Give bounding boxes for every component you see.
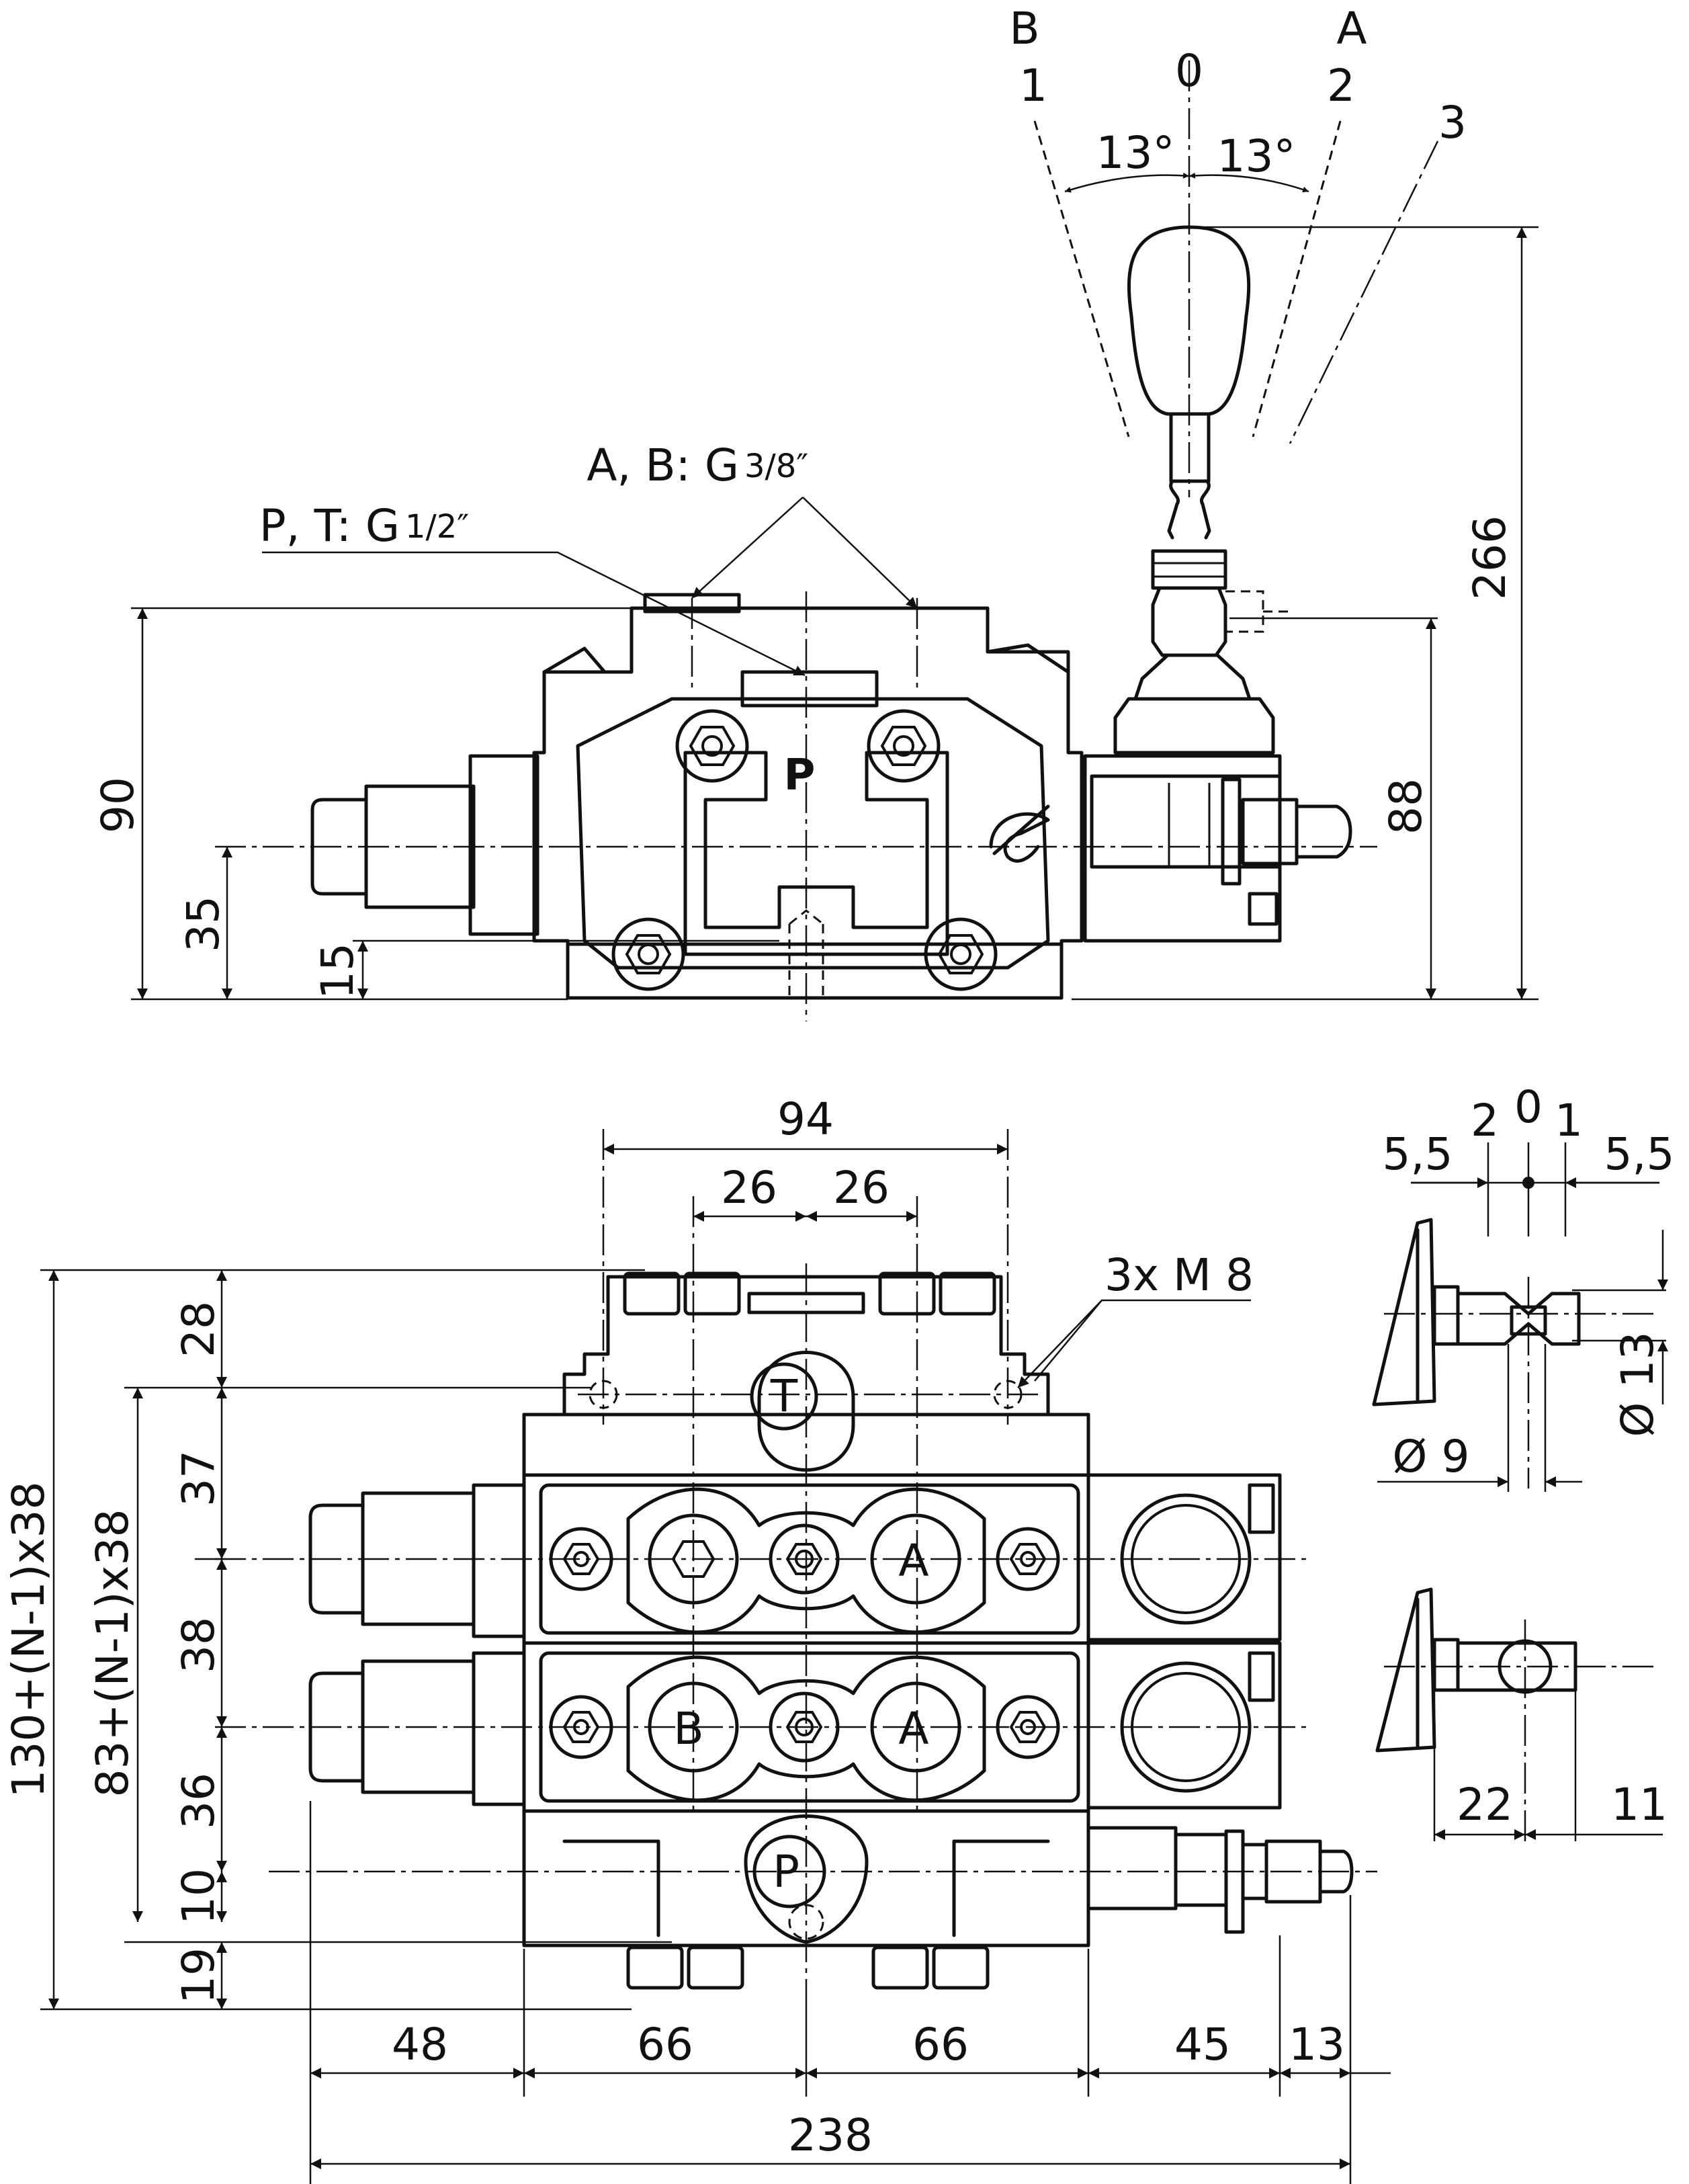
detail-neutral-point <box>1522 1177 1534 1189</box>
dim-vert-10: 10 <box>173 1868 224 1925</box>
detail-dia-9: Ø 9 <box>1393 1431 1470 1482</box>
thread-ab-main: A, B: G <box>587 439 739 491</box>
port-letter-a-2: A <box>898 1703 928 1755</box>
detail-views: 5,5 2 0 1 5,5 Ø 13 Ø 9 22 1 <box>1372 1081 1675 1841</box>
section-1-end-cap <box>1086 1473 1282 1642</box>
dim-vert-36: 36 <box>173 1773 224 1829</box>
detail-spool-1 <box>1456 1292 1581 1346</box>
angle-arc-left <box>1064 172 1190 193</box>
detail-dim-55-right: 5,5 <box>1604 1128 1675 1180</box>
relief-valve-plan <box>1086 1826 1354 1934</box>
dim-bottom-48: 48 <box>392 2019 448 2070</box>
side-view: B A 1 0 2 3 13° 13° P <box>92 3 1539 1021</box>
mount-thread-leader <box>1017 1299 1251 1388</box>
lever-housing-top <box>1113 697 1275 755</box>
detail-dim-22: 22 <box>1457 1779 1513 1831</box>
lever-position-lines <box>1033 60 1439 497</box>
dim-formula-outer: 130+(N-1)x38 <box>3 1482 54 1798</box>
dim-width-94: 94 <box>777 1093 834 1145</box>
detail-dim-11: 11 <box>1611 1779 1668 1831</box>
section-2-end-cap <box>1086 1641 1282 1810</box>
port-letter-b-2: B <box>673 1703 703 1755</box>
lever-boot <box>1133 653 1252 701</box>
section-2-face <box>626 1655 986 1802</box>
dim-bottom-45: 45 <box>1174 2019 1231 2070</box>
lever-stem-break <box>1167 479 1211 540</box>
dim-height-90: 90 <box>92 777 144 833</box>
relief-valve-nut-block <box>1090 774 1282 869</box>
lever-nut <box>1151 549 1227 590</box>
dim-vert-37: 37 <box>173 1450 224 1507</box>
port-boss-p <box>744 1814 869 1944</box>
angle-left: 13° <box>1096 127 1175 179</box>
detail-dim-2: 2 <box>1471 1095 1499 1146</box>
port-boss-t <box>757 1351 855 1472</box>
dim-vert-28: 28 <box>173 1301 224 1357</box>
body-face-outline <box>576 697 1050 970</box>
angle-arc-right <box>1188 172 1309 193</box>
dim-vert-19: 19 <box>173 1947 224 2004</box>
plan-view: T A B A <box>3 1093 1391 2184</box>
detail-dim-0: 0 <box>1514 1081 1543 1133</box>
detail-lever-plate-2 <box>1375 1587 1436 1753</box>
relief-valve-washer <box>1221 778 1242 886</box>
dim-height-35: 35 <box>177 896 229 952</box>
port-letter-t: T <box>770 1370 798 1422</box>
section-1-face <box>626 1487 986 1634</box>
dim-vert-38: 38 <box>173 1617 224 1673</box>
position-label-b: B <box>1009 3 1039 54</box>
dim-width-26-right: 26 <box>833 1162 890 1214</box>
dim-height-266: 266 <box>1464 515 1516 600</box>
position-label-2: 2 <box>1327 60 1355 112</box>
body-face-recess <box>683 751 949 956</box>
thread-ab-frac: 3/8″ <box>744 448 808 485</box>
detail-dim-1: 1 <box>1555 1095 1583 1146</box>
section-1-spool-flange <box>472 1483 526 1638</box>
position-label-3: 3 <box>1438 97 1467 149</box>
dim-height-88: 88 <box>1380 778 1432 835</box>
thread-pt-main: P, T: G <box>259 500 400 552</box>
pt-thread-leader <box>262 551 806 677</box>
port-cap-p <box>740 670 879 708</box>
manufacturer-logo <box>989 804 1050 863</box>
position-label-a: A <box>1336 3 1367 54</box>
spool-cap-flange <box>468 754 539 936</box>
position-label-1: 1 <box>1019 60 1047 112</box>
side-bolts <box>611 709 998 991</box>
port-letter-a-1: A <box>898 1535 928 1587</box>
port-letter-p-side: P <box>784 751 816 800</box>
detail-lever-plate-1 <box>1372 1218 1436 1406</box>
detail-dia-13: Ø 13 <box>1612 1332 1663 1437</box>
dim-height-15: 15 <box>312 943 363 999</box>
dim-bottom-66-right: 66 <box>912 2019 969 2070</box>
dim-width-26-left: 26 <box>721 1162 777 1214</box>
relief-valve-screw <box>1295 804 1352 859</box>
angle-right: 13° <box>1217 130 1296 182</box>
bottom-bolt-heads <box>626 1945 990 1990</box>
dim-total-238: 238 <box>788 2109 873 2161</box>
detail-dim-55-left: 5,5 <box>1383 1128 1453 1180</box>
port-t <box>750 1362 818 1431</box>
relief-valve-locknut <box>1241 798 1299 866</box>
section-2-spool-flange <box>472 1651 526 1806</box>
dim-bottom-66-left: 66 <box>637 2019 693 2070</box>
thread-pt-frac: 1/2″ <box>405 508 469 546</box>
lever-joint <box>1151 586 1227 657</box>
dim-formula-inner: 83+(N-1)x38 <box>87 1509 138 1798</box>
valve-base-side <box>566 942 1064 1000</box>
lever-stem[interactable] <box>1169 412 1211 483</box>
dim-bottom-13: 13 <box>1289 2019 1345 2070</box>
top-bolt-heads <box>623 1271 996 1316</box>
thread-mount: 3x M 8 <box>1105 1249 1254 1301</box>
position-label-0: 0 <box>1175 45 1203 97</box>
